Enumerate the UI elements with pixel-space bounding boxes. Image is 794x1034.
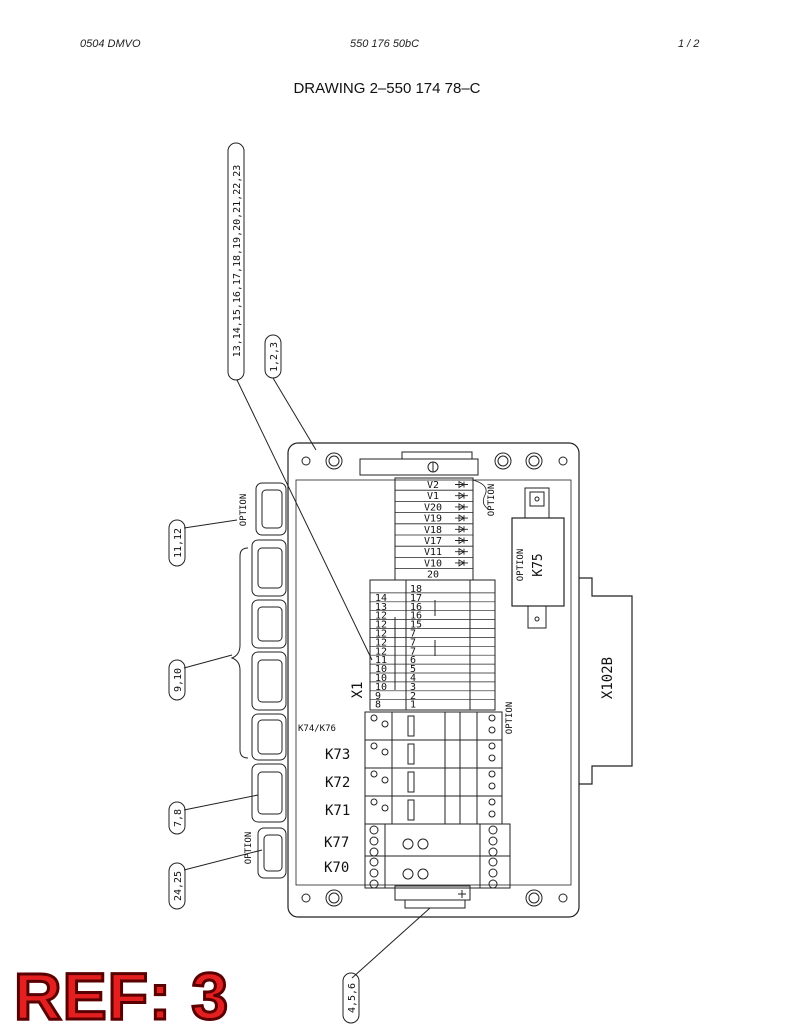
k72-label: K72 [325,775,350,791]
callout-label-c1: 13,14,15,16,17,18,19,20,21,22,23 [232,165,243,358]
x1-label: X1 [350,682,366,699]
terminal-right-label: 6 [410,655,416,666]
callout-label-c5: 7,8 [173,809,184,827]
diode-symbol [455,480,468,489]
terminal-left-label: 10 [375,682,387,693]
brace [230,547,249,759]
terminal-left-label: 10 [375,664,387,675]
terminal-right-label: 2 [410,691,416,702]
terminal-left-label: 8 [375,700,381,711]
terminal-left-label: 12 [375,646,387,657]
contactor-block-lower [364,823,511,889]
enclosure-inner [295,479,572,886]
terminal-left-label: 9 [375,691,381,702]
leader-line [183,849,263,871]
diode-row-label: V20 [424,502,442,513]
diode-row-label: V11 [424,547,442,558]
callout-capsule [168,862,186,910]
callout-label-c6: 24,25 [173,871,184,901]
terminal-right-label: 7 [410,629,416,640]
terminal-right-label: 1 [410,700,416,711]
leader-line [272,377,317,451]
terminal-right-label: 3 [410,682,416,693]
callout-label-c3: 11,12 [173,528,184,558]
diode-symbol [455,547,468,556]
diode-row-label: 20 [427,570,439,581]
callout-label-c2: 1,2,3 [269,342,280,372]
terminal-left-label: 12 [375,620,387,631]
diode-symbol [455,559,468,567]
terminal-left-label: 12 [375,629,387,640]
terminal-left-label: 12 [375,637,387,648]
callout-label-c7: 4,5,6 [347,983,358,1013]
terminal-left-label: 14 [375,593,387,604]
terminal-right-label: 7 [410,637,416,648]
option-label-glands: OPTION [239,494,249,527]
k73-label: K73 [325,747,350,763]
terminal-right-label: 5 [410,664,416,675]
terminal-left-label: 13 [375,602,387,613]
diode-row-label: V1 [427,491,439,502]
callout-capsule [168,801,186,835]
terminal-right-label: 18 [410,584,422,595]
option-label-contactors: OPTION [505,702,515,735]
ref-label: REF: 3 [12,959,230,1033]
leader-line [183,794,259,811]
diode-symbol [455,503,468,511]
diode-row-label: V17 [424,536,442,547]
doc-code: 0504 DMVO [80,38,141,50]
terminal-left-label: 12 [375,611,387,622]
top-rail [359,458,479,476]
enclosure-outer [287,442,580,918]
doc-number: 550 176 50bC [350,38,420,50]
callout-capsule [342,972,360,1024]
diode-row-label: V18 [424,525,442,536]
x102b-label: X102B [600,657,616,699]
connector-x102b [579,577,633,785]
terminal-right-label: 7 [410,646,416,657]
terminal-right-label: 15 [410,620,422,631]
terminal-right-label: 4 [410,673,416,684]
diode-symbol [455,525,468,534]
callout-capsule [168,519,186,567]
terminal-left-label: 10 [375,673,387,684]
k74-k76-label: K74/K76 [298,724,336,734]
cable-glands [251,482,287,879]
drawing-title: DRAWING 2–550 174 78–C [293,80,481,97]
k75-label: K75 [531,553,546,576]
k77-label: K77 [324,835,349,851]
diode-symbol [455,491,468,500]
k70-label: K70 [324,860,349,876]
k71-label: K71 [325,803,350,819]
terminal-block-x1 [369,579,496,711]
leader-line [351,907,431,979]
mounting-holes [301,452,568,907]
page-number: 1 / 2 [678,38,700,50]
leader-line [183,654,233,669]
leader-line [183,519,238,529]
leader-line [236,379,373,661]
option-label-diodes: OPTION [487,484,497,517]
diode-symbol [455,536,468,545]
callout-capsule [264,334,282,379]
terminal-left-label: 11 [375,655,387,666]
diode-row-label: V10 [424,558,442,569]
option-label-gland-bottom: OPTION [244,832,254,865]
terminal-right-label: 17 [410,593,422,604]
callout-label-c4: 9,10 [173,668,184,692]
option-label-relay: OPTION [516,549,526,582]
contactor-block [364,711,503,825]
diode-row-label: V2 [427,480,439,491]
diode-row-label: V19 [424,514,442,525]
terminal-right-label: 16 [410,602,422,613]
diode-symbol [455,514,468,522]
callout-capsule [168,659,186,701]
terminal-right-label: 16 [410,611,422,622]
callout-capsule [227,142,245,381]
